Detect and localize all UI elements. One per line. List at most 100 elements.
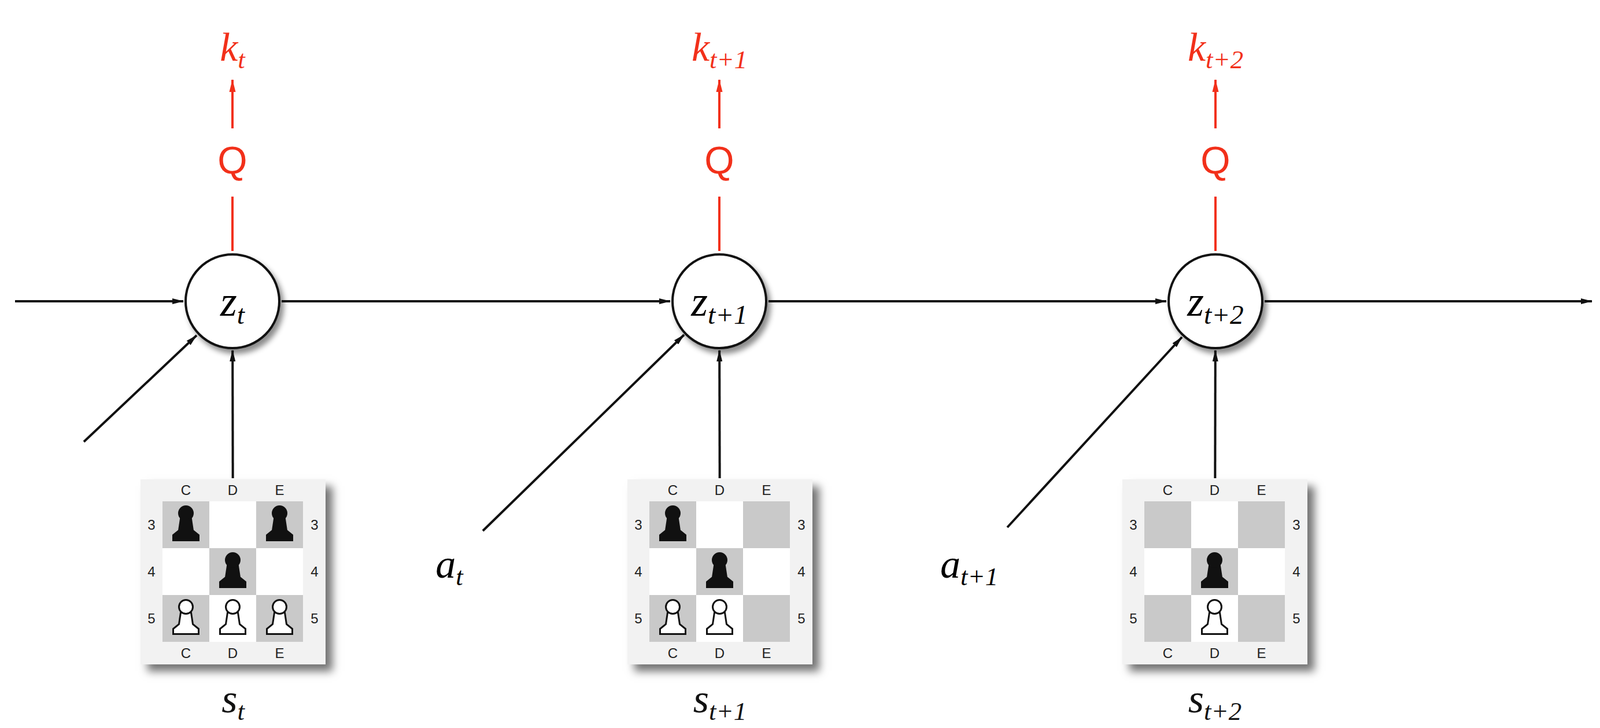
pawn-piece xyxy=(173,519,199,541)
state-caption: st+1 xyxy=(693,678,747,720)
math-label: kt+2 xyxy=(1187,27,1244,68)
rank-label: 3 xyxy=(634,518,642,532)
file-label: C xyxy=(1162,646,1173,661)
math-label: zt+1 xyxy=(691,279,748,323)
board-square xyxy=(162,548,210,596)
symbol: k xyxy=(1187,24,1206,70)
transition-arrow xyxy=(718,350,721,479)
board-square xyxy=(649,501,697,549)
board-square xyxy=(1191,501,1239,549)
file-label: C xyxy=(667,483,678,498)
file-label: D xyxy=(714,646,725,661)
pawn-piece xyxy=(179,506,194,521)
file-label: E xyxy=(761,646,771,661)
pawn-piece xyxy=(220,612,246,635)
q-function-label: Q xyxy=(704,141,734,180)
rank-label: 3 xyxy=(310,518,319,532)
file-label: D xyxy=(714,483,725,498)
math-label: zt xyxy=(220,279,245,323)
rank-label: 5 xyxy=(147,611,155,626)
variable-name: z xyxy=(1187,277,1204,325)
file-label: C xyxy=(1162,483,1173,498)
file-label: E xyxy=(761,483,771,498)
rank-label: 5 xyxy=(310,611,319,626)
board-square xyxy=(1144,548,1192,596)
q-wire xyxy=(718,196,721,251)
rank-label: 4 xyxy=(1292,564,1300,579)
file-label: E xyxy=(274,646,284,661)
board-square xyxy=(1191,548,1239,596)
variable-name: z xyxy=(691,277,708,325)
state-name: s xyxy=(693,676,709,722)
pawn-piece xyxy=(707,612,733,635)
subscript: t xyxy=(237,299,245,330)
chess-board: CDE345345CDEst+2 xyxy=(1122,479,1308,665)
rank-label: 4 xyxy=(797,564,805,579)
rank-label: 3 xyxy=(1129,518,1137,532)
pawn-piece xyxy=(267,519,293,541)
file-label: D xyxy=(1209,483,1220,498)
pawn-piece xyxy=(267,612,293,635)
subscript: t+2 xyxy=(1203,299,1244,330)
pawn-piece xyxy=(666,506,681,521)
k-arrow xyxy=(1214,79,1217,129)
state-circle: zt+2 xyxy=(1167,253,1264,350)
pawn-piece xyxy=(179,600,194,615)
math-label: at+1 xyxy=(940,544,999,585)
q-wire xyxy=(1214,196,1217,251)
board-square xyxy=(1191,595,1239,642)
board-square xyxy=(209,501,257,549)
file-label: C xyxy=(180,483,191,498)
board-square xyxy=(743,501,790,549)
transition-arrow xyxy=(231,350,234,479)
rank-label: 4 xyxy=(147,564,155,579)
outgoing-arrow xyxy=(1264,300,1592,303)
board-square xyxy=(743,595,790,642)
subscript: t xyxy=(237,696,245,726)
pawn-piece xyxy=(660,612,686,635)
pawn-piece xyxy=(707,566,733,588)
board-square xyxy=(696,595,744,642)
symbol: k xyxy=(219,24,238,70)
rank-label: 4 xyxy=(634,564,642,579)
rank-label: 5 xyxy=(797,611,805,626)
state-name: s xyxy=(221,676,238,722)
subscript: t+1 xyxy=(709,45,748,75)
incoming-arrow xyxy=(15,300,184,303)
board-squares xyxy=(627,479,813,665)
board-square xyxy=(649,595,697,642)
file-label: D xyxy=(227,646,238,661)
board-square xyxy=(1144,595,1192,642)
symbol: Q xyxy=(1200,138,1230,182)
rank-label: 4 xyxy=(1129,564,1137,579)
pawn-piece xyxy=(173,612,199,635)
subscript: t+1 xyxy=(708,696,747,726)
symbol: a xyxy=(940,541,961,587)
file-label: C xyxy=(180,646,191,661)
action-arrow xyxy=(83,335,197,442)
pawn-piece xyxy=(1202,612,1228,635)
rank-label: 5 xyxy=(1129,611,1137,626)
transition-arrow xyxy=(768,300,1167,303)
pawn-piece xyxy=(1207,553,1222,568)
file-label: E xyxy=(274,483,284,498)
pawn-piece xyxy=(660,519,686,541)
board-square xyxy=(162,595,210,642)
q-wire xyxy=(231,196,234,251)
board-square xyxy=(209,548,257,596)
rank-label: 5 xyxy=(634,611,642,626)
symbol: k xyxy=(691,24,710,70)
board-square xyxy=(649,548,697,596)
rank-label: 5 xyxy=(1292,611,1300,626)
readout-wires xyxy=(232,79,1216,251)
subscript: t+1 xyxy=(707,299,748,330)
board-square xyxy=(696,501,744,549)
transition-arrow xyxy=(281,300,671,303)
subscript: t xyxy=(455,562,463,591)
transition-arrow xyxy=(1213,350,1217,479)
board-square xyxy=(743,548,790,596)
subscript: t xyxy=(237,45,245,75)
file-label: D xyxy=(227,483,238,498)
chess-board: CDE345345CDEst xyxy=(140,479,326,665)
symbol: Q xyxy=(217,138,247,182)
